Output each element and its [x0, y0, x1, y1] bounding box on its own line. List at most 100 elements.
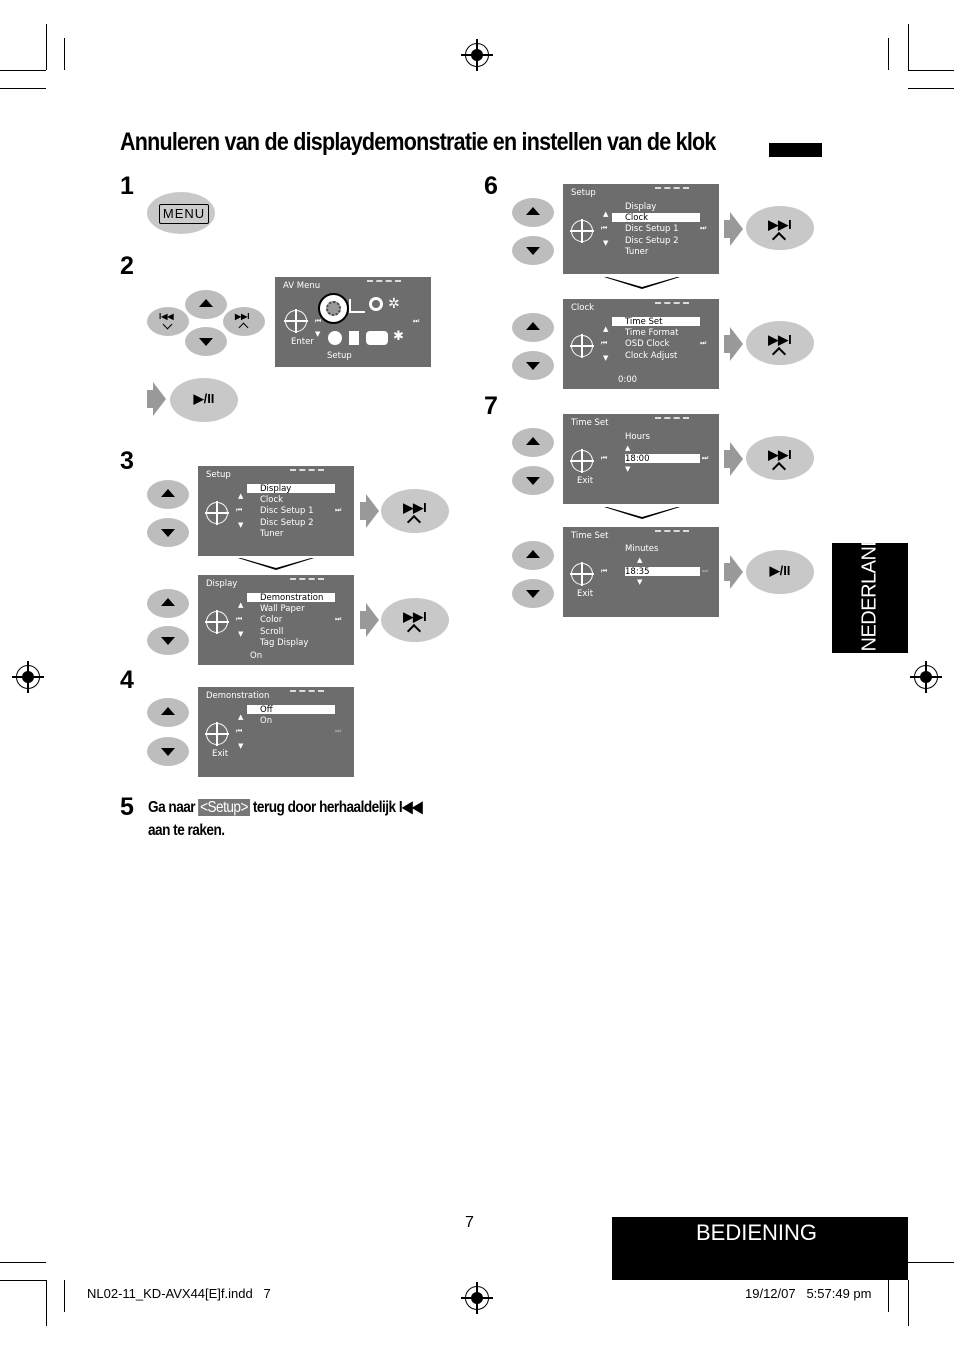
menu-item-scroll[interactable]: Scroll — [260, 627, 284, 637]
prev-icon: I◀◀ — [398, 799, 423, 816]
menu-item-osd-clock[interactable]: OSD Clock — [625, 339, 670, 349]
menu-item-disc-setup-1[interactable]: Disc Setup 1 — [260, 506, 314, 516]
next-button[interactable]: ▶▶I — [381, 489, 449, 533]
minutes-value[interactable]: 18:35 — [625, 567, 650, 577]
down-arrow-icon: ▼ — [603, 354, 609, 362]
menu-item-clock[interactable]: Clock — [260, 495, 284, 505]
prev-button[interactable]: I◀◀ — [147, 307, 189, 336]
clock-icon — [328, 331, 342, 345]
menu-item-color[interactable]: Color — [260, 615, 283, 625]
registration-mark-icon — [461, 39, 493, 71]
menu-item-disc-setup-2[interactable]: Disc Setup 2 — [625, 236, 679, 246]
menu-item-clock[interactable]: Clock — [625, 213, 649, 223]
down-button[interactable] — [185, 327, 227, 356]
up-button[interactable] — [512, 198, 554, 227]
screen-dots — [367, 280, 401, 284]
next-button[interactable]: ▶▶I — [223, 307, 265, 336]
chevron-up-icon — [406, 623, 422, 639]
next-button[interactable]: ▶▶I — [381, 598, 449, 642]
up-button[interactable] — [512, 428, 554, 457]
menu-button[interactable]: MENU — [147, 192, 215, 234]
joystick-icon — [570, 219, 594, 243]
settings-icon — [318, 293, 349, 324]
play-pause-button[interactable]: ▶/II — [170, 378, 238, 422]
up-arrow-icon: ▲ — [637, 556, 643, 564]
setup-screen: Setup ▲ ⏮ ▼ ⏭ Display Clock Disc Setup 1… — [198, 466, 354, 556]
crop-mark — [908, 1262, 954, 1263]
down-arrow-icon: ▼ — [625, 465, 631, 473]
down-arrow-icon — [199, 338, 213, 346]
footer-file-info: NL02-11_KD-AVX44[E]f.indd 7 — [87, 1286, 271, 1301]
prev-icon: ⏮ — [315, 317, 322, 325]
hours-value[interactable]: 18:00 — [625, 454, 650, 464]
arrow-icon — [366, 603, 379, 637]
selection-bar — [247, 593, 335, 602]
step-number: 4 — [120, 666, 134, 694]
down-arrow-icon — [526, 247, 540, 255]
menu-item-disc-setup-2[interactable]: Disc Setup 2 — [260, 518, 314, 528]
menu-item-tuner[interactable]: Tuner — [260, 529, 284, 539]
menu-item-disc-setup-1[interactable]: Disc Setup 1 — [625, 224, 679, 234]
language-tab-label: NEDERLANDS — [858, 519, 881, 652]
menu-item-time-set[interactable]: Time Set — [625, 317, 663, 327]
down-arrow-icon — [526, 477, 540, 485]
up-button[interactable] — [512, 313, 554, 342]
display-screen: Display ▲ ⏮ ▼ ⏭ Demonstration Wall Paper… — [198, 575, 354, 665]
joystick-icon — [205, 610, 229, 634]
menu-item-tag-display[interactable]: Tag Display — [260, 638, 309, 648]
joystick-icon — [570, 334, 594, 358]
down-arrow-icon — [161, 637, 175, 645]
next-icon: ⏭ — [700, 339, 707, 347]
next-button[interactable]: ▶▶I — [746, 321, 814, 365]
menu-item-demonstration[interactable]: Demonstration — [260, 593, 324, 603]
next-button[interactable]: ▶▶I — [746, 206, 814, 250]
setup-screen: Setup ▲ ⏮ ▼ ⏭ Display Clock Disc Setup 1… — [563, 184, 719, 274]
up-button[interactable] — [147, 480, 189, 509]
menu-item-tuner[interactable]: Tuner — [625, 247, 649, 257]
step-number: 3 — [120, 447, 134, 475]
menu-item-time-format[interactable]: Time Format — [625, 328, 679, 338]
down-button[interactable] — [512, 466, 554, 495]
crop-mark — [908, 1280, 909, 1326]
screen-dots — [290, 578, 324, 582]
next-button[interactable]: ▶▶I — [746, 436, 814, 480]
down-button[interactable] — [147, 737, 189, 766]
menu-item-clock-adjust[interactable]: Clock Adjust — [625, 351, 678, 361]
screen-title: AV Menu — [283, 281, 321, 291]
prev-icon: ⏮ — [601, 567, 608, 575]
up-button[interactable] — [185, 290, 227, 319]
section-tab-label: BEDIENING — [696, 1220, 818, 1245]
arrow-icon — [724, 220, 730, 238]
screen-dots — [655, 530, 689, 534]
step-number: 2 — [120, 252, 134, 280]
joystick-icon — [284, 309, 308, 333]
up-arrow-icon: ▲ — [238, 492, 244, 500]
menu-item-display[interactable]: Display — [260, 484, 292, 494]
play-pause-button[interactable]: ▶/II — [746, 550, 814, 594]
down-arrow-icon: ▼ — [315, 330, 321, 338]
up-button[interactable] — [512, 541, 554, 570]
exit-label: Exit — [212, 749, 229, 759]
menu-item-off[interactable]: Off — [260, 705, 273, 715]
up-button[interactable] — [147, 589, 189, 618]
screen-title: Demonstration — [206, 691, 270, 701]
step5-line2: aan te raken. — [148, 822, 225, 839]
arrow-icon — [730, 555, 743, 589]
screen-title: Setup — [206, 470, 231, 480]
down-arrow-icon: ▼ — [637, 578, 643, 586]
down-button[interactable] — [512, 351, 554, 380]
down-button[interactable] — [147, 518, 189, 547]
next-icon: ⏭ — [413, 317, 420, 325]
prev-icon: ⏮ — [601, 339, 608, 347]
down-button[interactable] — [512, 236, 554, 265]
menu-item-wall-paper[interactable]: Wall Paper — [260, 604, 305, 614]
step5-instruction: Ga naar <Setup> terug door herhaaldelijk… — [148, 797, 423, 817]
down-button[interactable] — [147, 626, 189, 655]
menu-item-display[interactable]: Display — [625, 202, 657, 212]
down-button[interactable] — [512, 579, 554, 608]
next-icon: ⏭ — [702, 567, 709, 575]
up-button[interactable] — [147, 698, 189, 727]
screen-title: Display — [206, 579, 238, 589]
menu-item-on[interactable]: On — [260, 716, 273, 726]
demonstration-screen: Demonstration ▲ ⏮ ▼ ⏭ Off On Exit — [198, 687, 354, 777]
